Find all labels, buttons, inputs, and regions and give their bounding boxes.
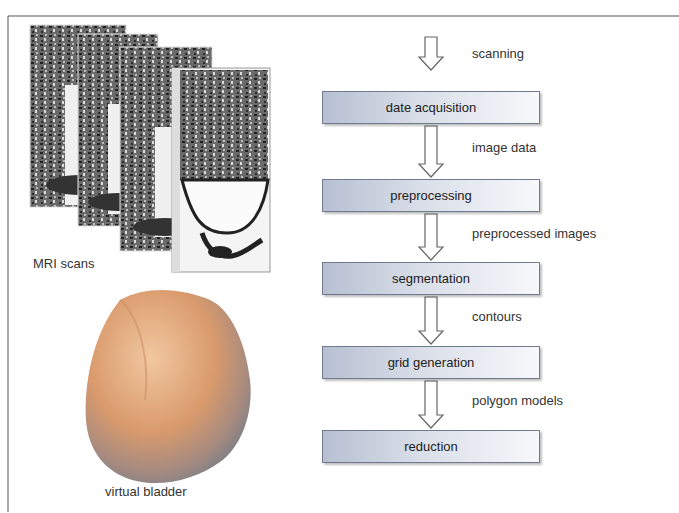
process-box: segmentation <box>322 262 540 295</box>
flow-arrow <box>419 126 443 177</box>
bladder-model <box>86 290 251 483</box>
box-label: date acquisition <box>376 100 486 115</box>
box-label: segmentation <box>382 271 480 286</box>
flow-arrow <box>419 297 443 344</box>
scanning-arrow <box>419 37 443 70</box>
box-label: reduction <box>394 439 467 454</box>
mri-scan-stack <box>30 25 270 272</box>
box-label: grid generation <box>378 355 485 370</box>
box-label: preprocessing <box>380 188 482 203</box>
process-box: grid generation <box>322 346 540 379</box>
process-box: reduction <box>322 430 540 463</box>
edge-label: image data <box>472 140 536 155</box>
process-box: preprocessing <box>322 179 540 212</box>
edge-label: preprocessed images <box>472 226 596 241</box>
process-box: date acquisition <box>322 91 540 124</box>
figure-caption: MRI scans <box>33 256 94 271</box>
step-label: scanning <box>472 46 524 61</box>
edge-label: polygon models <box>472 393 563 408</box>
frame-line <box>8 16 679 512</box>
flow-arrow <box>419 214 443 260</box>
edge-label: contours <box>472 309 522 324</box>
flow-arrow <box>419 381 443 428</box>
figure-caption: virtual bladder <box>105 484 187 499</box>
